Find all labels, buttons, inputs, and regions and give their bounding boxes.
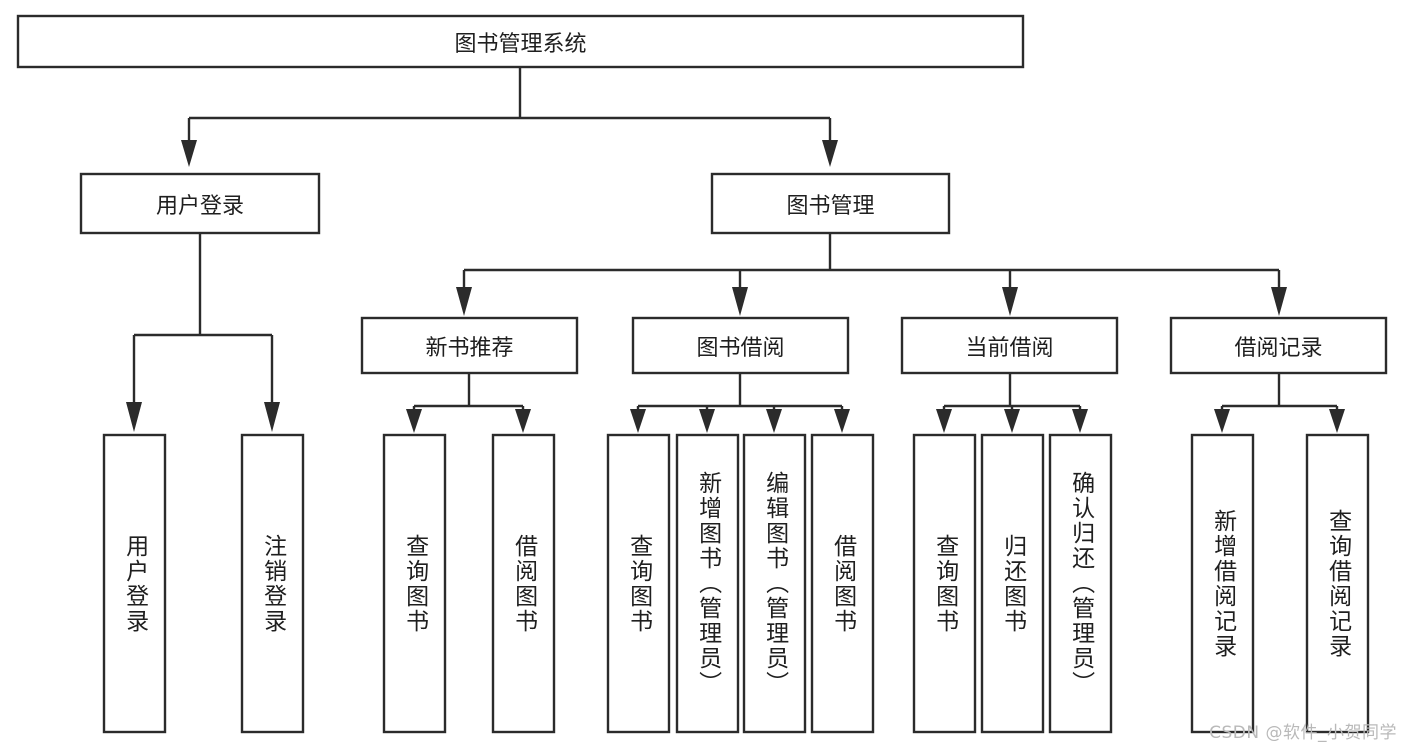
- leaf-br-query-record[interactable]: [1305, 433, 1370, 734]
- leaf-bb-add-book[interactable]: [675, 433, 740, 734]
- arrowhead-cb-query-book: [936, 409, 952, 433]
- leaf-bb-query-book[interactable]: [606, 433, 671, 734]
- arrowhead-br-add-record: [1214, 409, 1230, 433]
- leaf-br-add-record[interactable]: [1190, 433, 1255, 734]
- node-current-borrow[interactable]: [900, 316, 1119, 375]
- arrowhead-borrow-record: [1271, 287, 1287, 316]
- arrowhead-user-login: [181, 140, 197, 167]
- node-borrow-record[interactable]: [1169, 316, 1388, 375]
- leaf-user-login[interactable]: [102, 433, 167, 734]
- node-root-book-management-system[interactable]: [16, 14, 1025, 69]
- arrowhead-nb-query-book: [406, 409, 422, 433]
- leaf-nb-query-book[interactable]: [382, 433, 447, 734]
- arrowhead-cb-return-book: [1004, 409, 1020, 433]
- leaf-bb-edit-book[interactable]: [742, 433, 807, 734]
- node-new-book-recommend[interactable]: [360, 316, 579, 375]
- leaf-nb-borrow-book[interactable]: [491, 433, 556, 734]
- leaf-logout[interactable]: [240, 433, 305, 734]
- arrowhead-new-book-recommend: [456, 287, 472, 316]
- arrowhead-leaf-user-login: [126, 402, 142, 432]
- node-user-login[interactable]: [79, 172, 321, 235]
- leaf-bb-borrow-book[interactable]: [810, 433, 875, 734]
- leaf-cb-return-book[interactable]: [980, 433, 1045, 734]
- arrowhead-book-borrow: [732, 287, 748, 316]
- node-book-borrow[interactable]: [631, 316, 850, 375]
- arrowhead-book-management: [822, 140, 838, 167]
- arrowhead-cb-confirm-return: [1072, 409, 1088, 433]
- csdn-watermark: CSDN @软件_小贺同学: [1209, 723, 1397, 743]
- arrowhead-br-query-record: [1329, 409, 1345, 433]
- arrowhead-leaf-logout: [264, 402, 280, 432]
- leaf-cb-query-book[interactable]: [912, 433, 977, 734]
- arrowhead-bb-add-book: [699, 409, 715, 433]
- arrowhead-bb-edit-book: [766, 409, 782, 433]
- arrowhead-nb-borrow-book: [515, 409, 531, 433]
- node-book-management[interactable]: [710, 172, 951, 235]
- arrowhead-bb-borrow-book: [834, 409, 850, 433]
- arrowhead-current-borrow: [1002, 287, 1018, 316]
- leaf-cb-confirm-return[interactable]: [1048, 433, 1113, 734]
- arrowhead-bb-query-book: [630, 409, 646, 433]
